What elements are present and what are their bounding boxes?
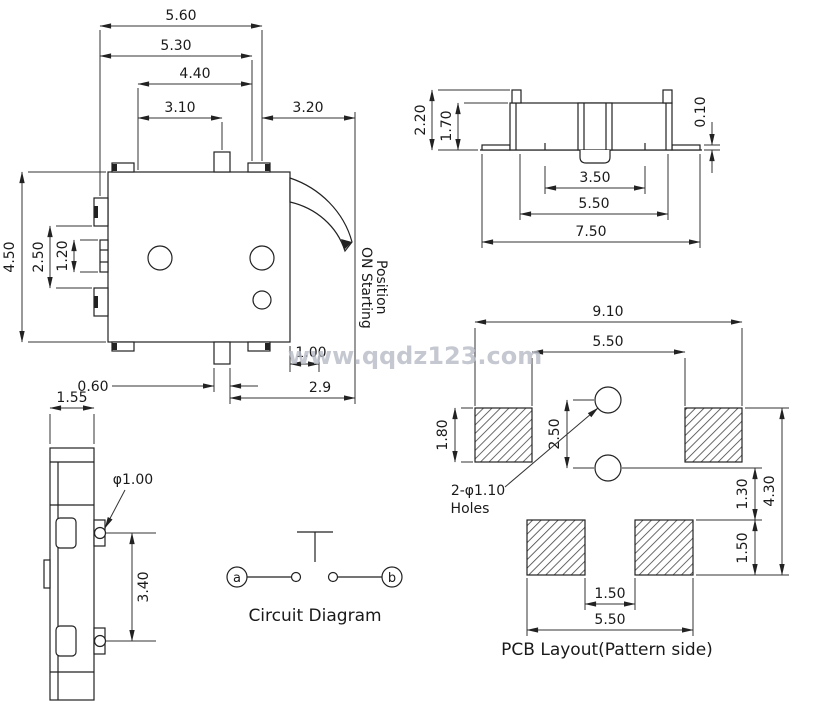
front-view: 3.50 5.50 7.50 2.20 1.70 0.10 [413,89,720,248]
dim-450-label: 4.50 [2,241,18,272]
dim-320-label: 3.20 [292,100,323,116]
dim-170-label: 1.70 [439,110,455,141]
dim-310-label: 3.10 [164,100,195,116]
pad-bottom-right [634,519,694,576]
dim-560-label: 5.60 [165,8,196,24]
pad-bottom-left [526,519,586,576]
holes-note-line2: Holes [451,501,490,517]
dim-120-label: 1.20 [55,240,71,271]
dim-155-label: 1.55 [56,390,87,406]
dim-250-pcb-label: 2.50 [547,418,563,449]
dim-phi100-label: φ1.00 [113,472,153,488]
pcb-caption: PCB Layout(Pattern side) [501,640,713,660]
dim-250-label: 2.50 [31,241,47,272]
dim-550-bottom-label: 5.50 [594,612,625,628]
circuit-caption: Circuit Diagram [248,606,381,626]
terminal-a-label: a [233,571,241,586]
dim-530-label: 5.30 [160,38,191,54]
hole-top [594,386,622,414]
dim-430-label: 4.30 [762,475,778,506]
side-view-outline [43,447,107,701]
top-view-outline [93,151,353,365]
dim-750-label: 7.50 [575,224,606,240]
dim-060-label: 0.60 [77,379,108,395]
pad-top-right [684,407,743,463]
hole-bottom [594,454,622,482]
dim-010-label: 0.10 [693,96,709,127]
side-view-dimensions: 1.55 φ1.00 3.40 [49,390,156,642]
dim-440-label: 4.40 [179,66,210,82]
dim-150-right-label: 1.50 [735,532,751,563]
dim-910-label: 9.10 [592,304,623,320]
dim-130-label: 1.30 [735,478,751,509]
contact-left [290,571,302,583]
dim-150-bottom-label: 1.50 [594,586,625,602]
watermark: www.qqdz123.com [288,342,543,370]
dim-350-label: 3.50 [579,170,610,186]
dim-340-label: 3.40 [136,571,152,602]
front-view-dimensions: 3.50 5.50 7.50 2.20 1.70 0.10 [413,89,720,248]
side-view: 1.55 φ1.00 3.40 [43,390,156,701]
circuit-diagram: a b Circuit Diagram [226,531,403,626]
pcb-layout: 9.10 5.50 1.80 2.50 1.30 1.50 4.30 1.50 … [435,304,789,660]
front-view-outline [480,89,702,164]
top-view: 5.60 5.30 4.40 3.10 3.20 4.50 2.50 1.20 … [2,8,389,404]
dim-220-label: 2.20 [413,104,429,135]
dim-29-label: 2.9 [309,380,331,396]
detector-stem [579,150,611,164]
pcb-pads [474,386,743,576]
pcb-dimensions: 9.10 5.50 1.80 2.50 1.30 1.50 4.30 1.50 … [435,304,789,660]
contact-right [327,571,339,583]
pad-top-left [474,407,533,463]
dim-180-label: 1.80 [435,419,451,450]
on-starting-note-line2: Position [373,260,389,315]
dim-550-label: 5.50 [578,196,609,212]
on-starting-note-line1: ON Starting [358,247,374,329]
terminal-b-label: b [388,571,396,586]
dim-100-label: 1.00 [295,345,326,361]
top-view-dimensions: 5.60 5.30 4.40 3.10 3.20 4.50 2.50 1.20 … [2,8,389,404]
holes-note-line1: 2-φ1.10 [451,483,505,499]
dim-550-top-label: 5.50 [592,334,623,350]
actuator-lever [289,177,353,253]
